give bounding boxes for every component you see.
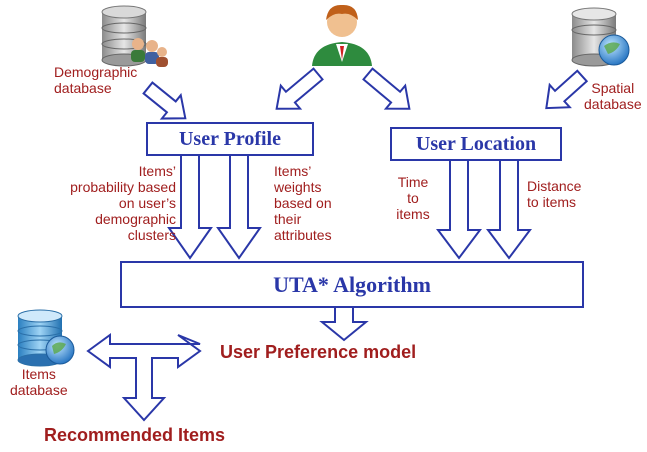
items-probability-label: Items’ probability based on user’s demog… <box>70 163 176 243</box>
user-profile-box: User Profile <box>146 122 314 156</box>
spatial-database-icon <box>571 7 630 67</box>
arrow-profile-weights <box>216 153 262 260</box>
items-database-icon <box>17 309 75 367</box>
arrow-location-time <box>436 159 482 260</box>
user-location-label: User Location <box>415 132 537 155</box>
items-weights-label: Items’ weights based on their attributes <box>274 163 332 243</box>
recommended-items-label: Recommended Items <box>44 425 226 445</box>
arrow-location-distance <box>486 159 532 260</box>
user-person-icon <box>312 4 372 66</box>
user-preference-model-label: User Preference model <box>220 342 417 362</box>
arrow-person-to-location <box>362 67 411 110</box>
arrow-algorithm-to-model <box>319 304 369 342</box>
arrow-profile-probability <box>167 153 213 260</box>
distance-to-items-label: Distance to items <box>527 178 582 210</box>
arrow-spatial-to-location <box>545 69 589 110</box>
demographic-database-label: Demographic database <box>54 64 138 96</box>
time-to-items-label: Time to items <box>396 174 430 222</box>
items-database-label: Items database <box>10 366 68 398</box>
arrow-demographic-to-profile <box>142 81 187 120</box>
demographic-database-icon <box>101 5 168 67</box>
spatial-database-label: Spatial database <box>584 80 642 112</box>
user-profile-label: User Profile <box>178 127 281 150</box>
arrow-person-to-profile <box>275 67 324 110</box>
arrow-model-items-recommended <box>86 333 202 422</box>
algorithm-box: UTA* Algorithm <box>120 261 584 308</box>
algorithm-label: UTA* Algorithm <box>273 271 431 297</box>
user-location-box: User Location <box>390 127 562 161</box>
